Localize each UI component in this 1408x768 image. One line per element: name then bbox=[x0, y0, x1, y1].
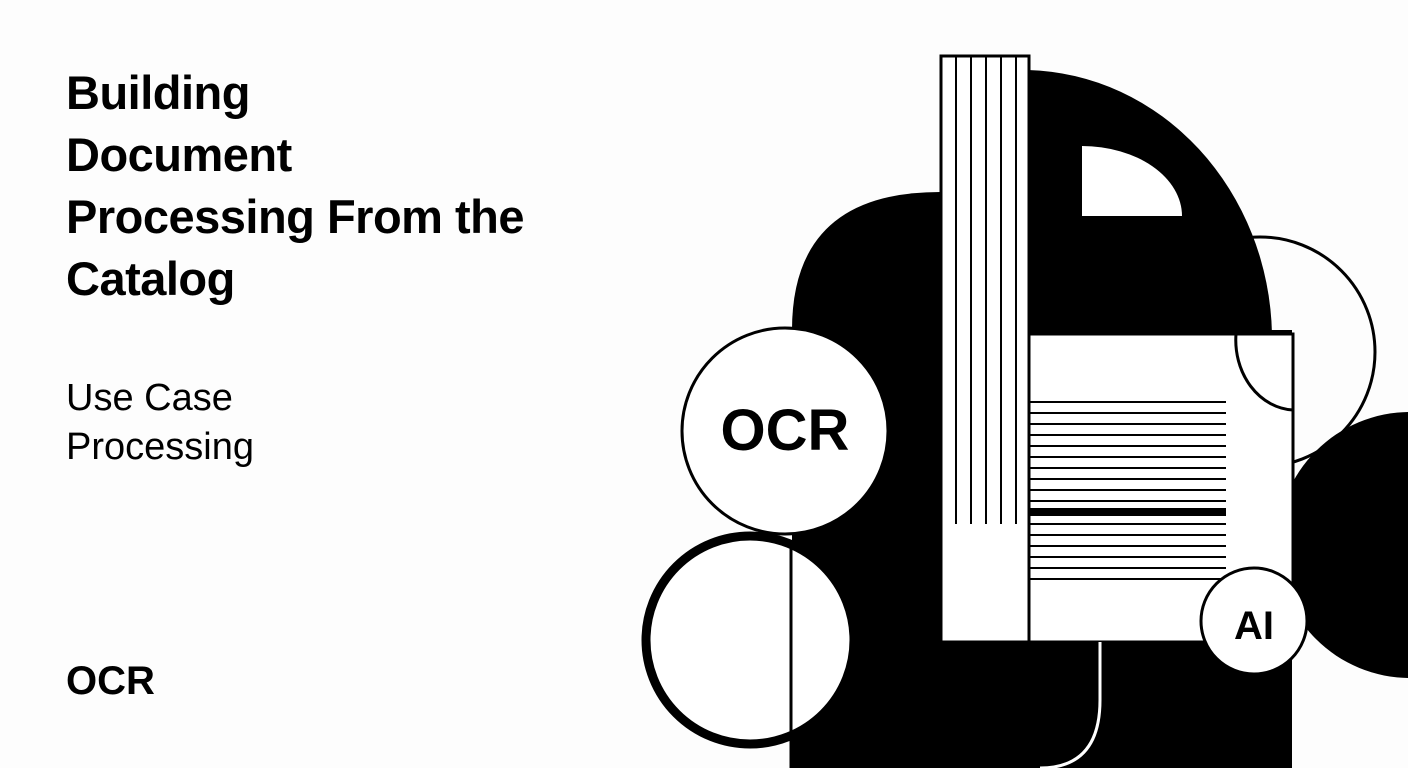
document-text-lines bbox=[1030, 401, 1226, 580]
bottom-left-circle bbox=[641, 531, 859, 749]
ai-badge-circle bbox=[1199, 566, 1309, 676]
ai-badge-label: AI bbox=[1234, 604, 1274, 648]
title-line-2: Document bbox=[66, 128, 292, 181]
document-processing-illustration: OCR AI bbox=[600, 0, 1408, 768]
arch-cutout bbox=[1082, 146, 1182, 216]
black-circle-right bbox=[1277, 412, 1408, 678]
title-line-1: Building bbox=[66, 66, 250, 119]
page-title: Building Document Processing From the Ca… bbox=[66, 62, 626, 310]
illustration-svg bbox=[641, 54, 1408, 768]
ocr-badge-label: OCR bbox=[720, 398, 850, 463]
title-line-3: Processing From the bbox=[66, 190, 525, 243]
category-tag: OCR bbox=[66, 659, 155, 703]
ocr-badge-circle bbox=[680, 326, 890, 536]
subtitle: Use Case Processing bbox=[66, 374, 254, 472]
document-inner-arc bbox=[1234, 333, 1294, 412]
document-bold-line bbox=[1030, 508, 1226, 516]
subtitle-line-1: Use Case bbox=[66, 377, 233, 419]
subtitle-line-2: Processing bbox=[66, 426, 254, 468]
column-stripes bbox=[955, 56, 1017, 524]
title-line-4: Catalog bbox=[66, 252, 235, 305]
lower-curve bbox=[1039, 642, 1102, 768]
